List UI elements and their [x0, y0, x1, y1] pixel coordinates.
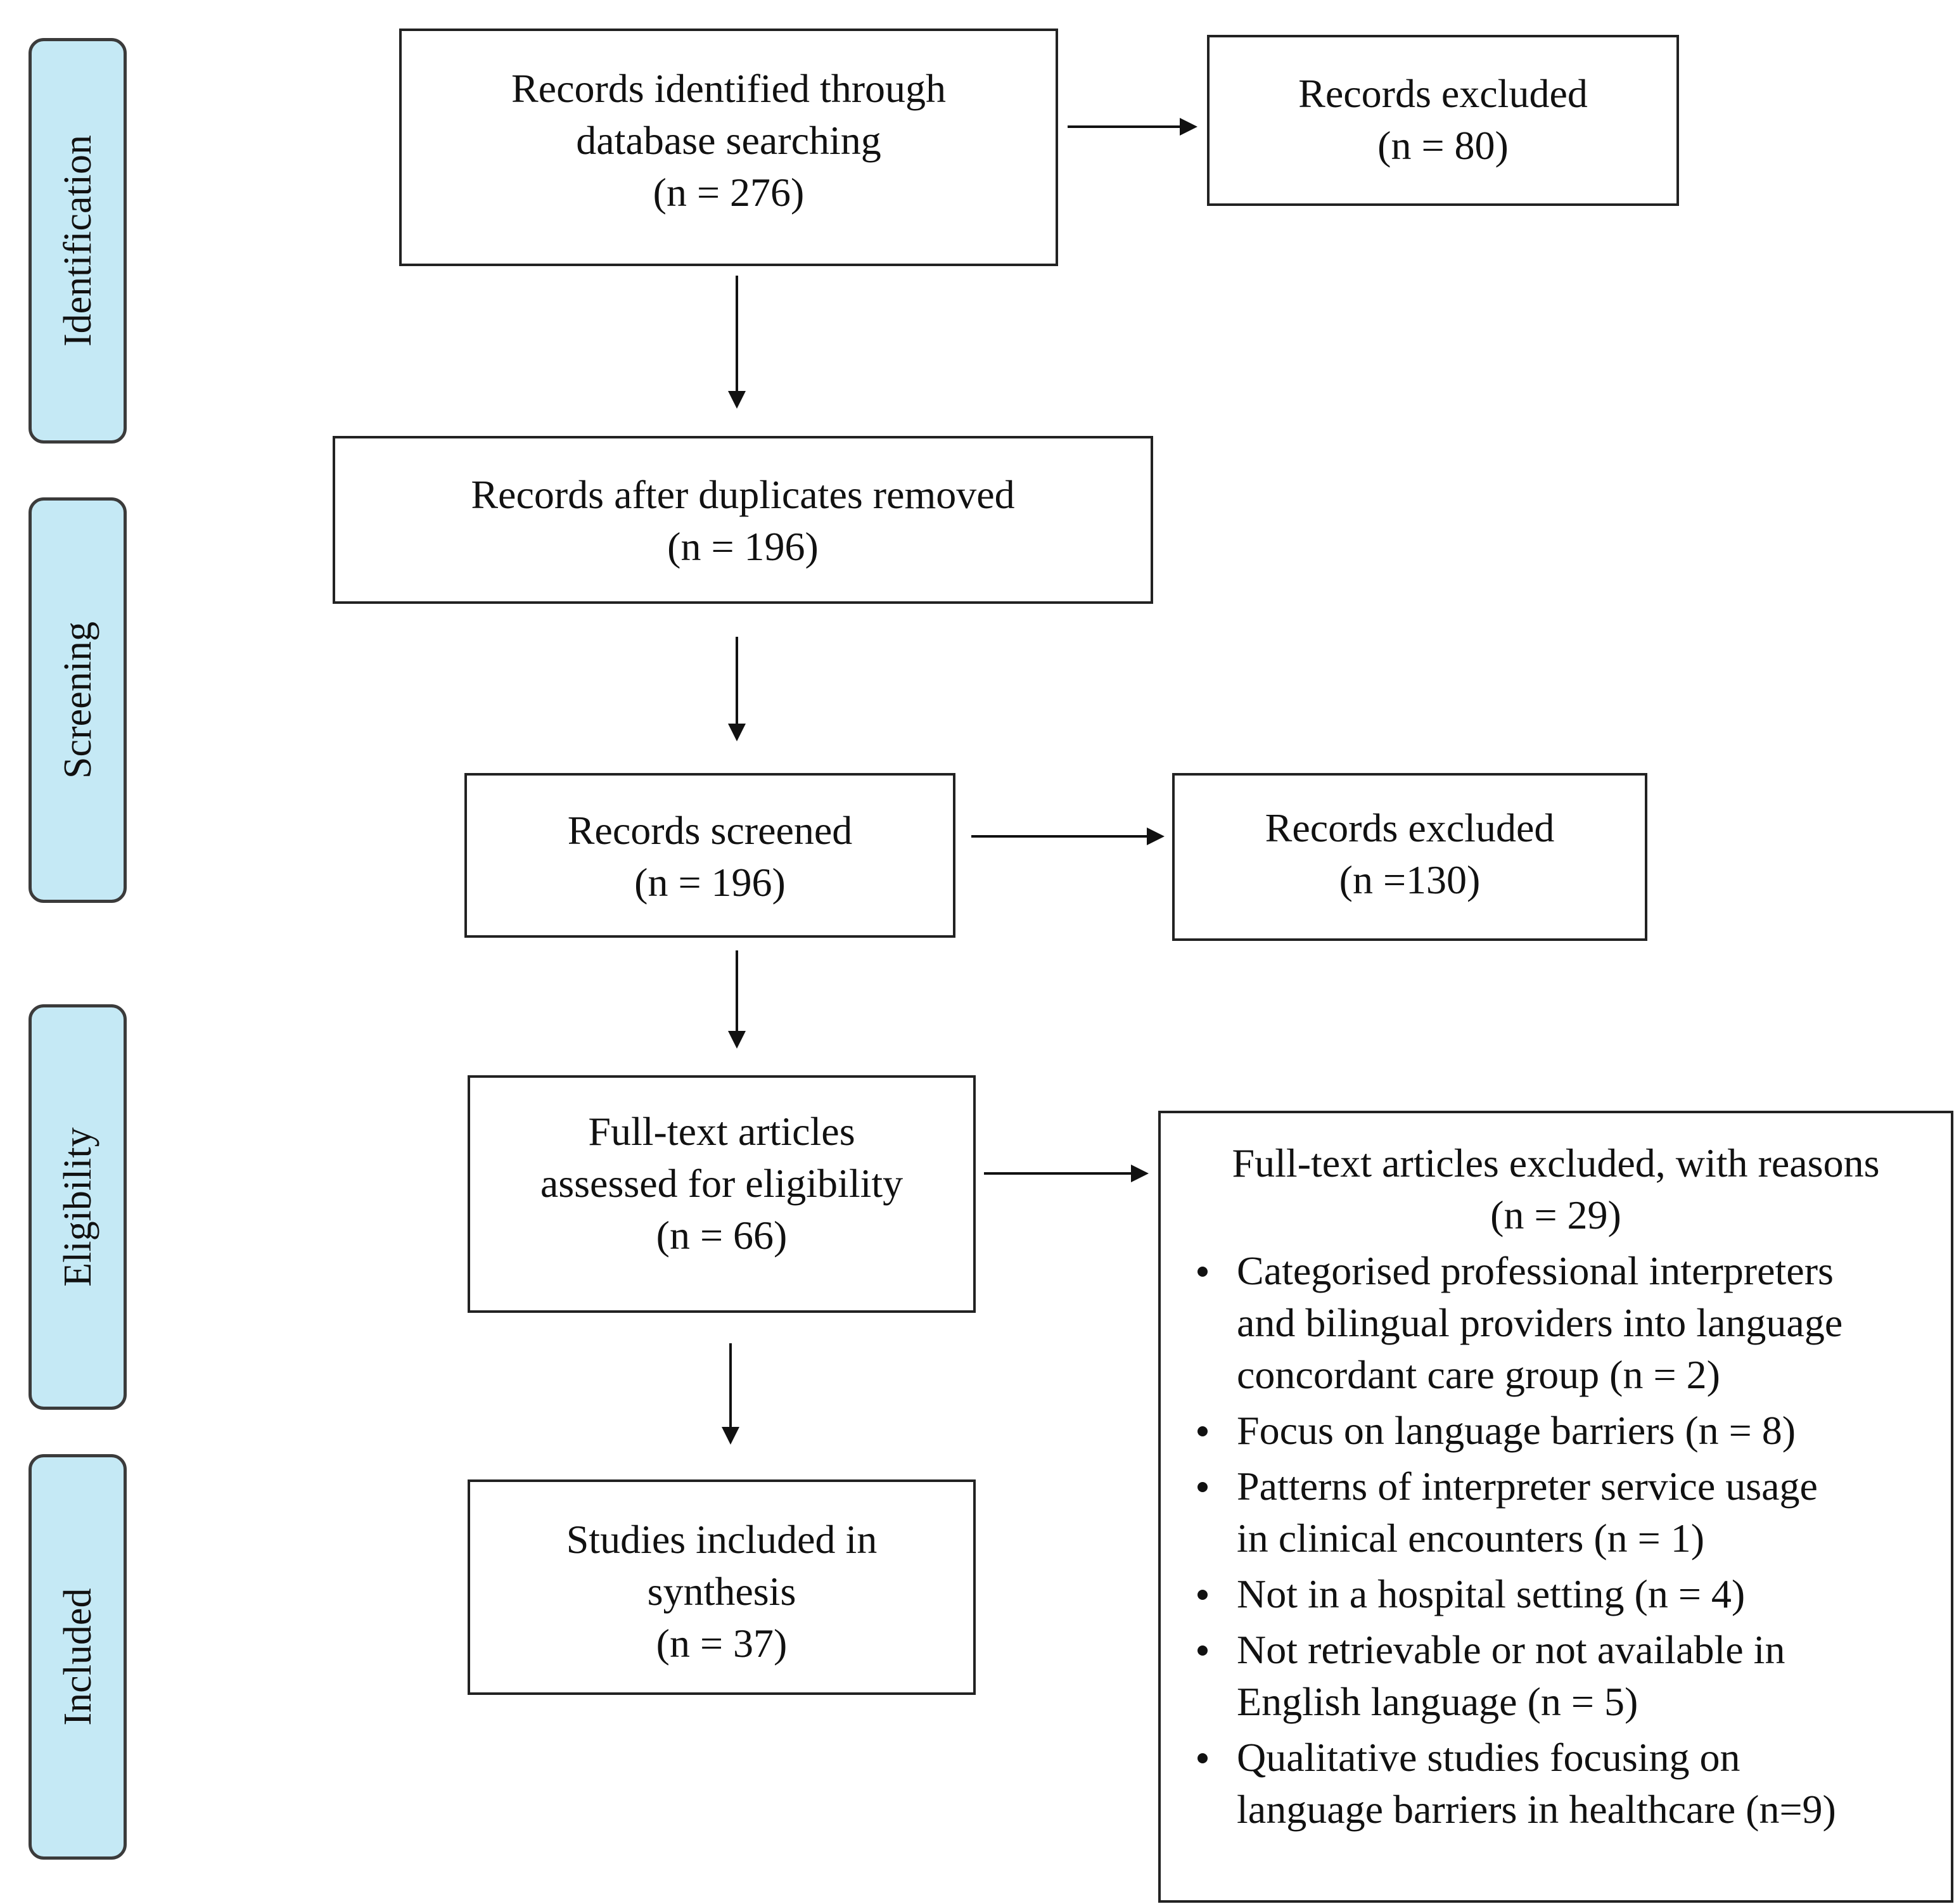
arrowhead-excluded-screening [1147, 827, 1165, 845]
records-excluded-screening-count: (n =130) [1339, 857, 1481, 902]
studies-included-line1: Studies included in [566, 1517, 878, 1562]
exclusion-reason-text: Not retrievable or not available in [1237, 1627, 1785, 1672]
bullet-icon [1197, 1267, 1208, 1277]
fulltext-excluded-count: (n = 29) [1490, 1192, 1621, 1237]
bullet-icon [1197, 1590, 1208, 1600]
exclusion-reason-text: language barriers in healthcare (n=9) [1237, 1787, 1836, 1832]
phase-eligibility: Eligibility [29, 1004, 127, 1410]
records-identified-line1: Records identified through [511, 66, 947, 111]
arrowhead-screened [728, 724, 746, 741]
records-screened-box: Records screened (n = 196) [464, 773, 955, 938]
records-excluded-initial-count: (n = 80) [1377, 123, 1509, 168]
records-identified-box: Records identified through database sear… [399, 29, 1058, 266]
records-excluded-initial-label: Records excluded [1298, 71, 1588, 116]
exclusion-reason-item: Not in a hospital setting (n = 4) [1186, 1568, 1925, 1620]
records-excluded-initial-box: Records excluded (n = 80) [1207, 35, 1679, 206]
arrowhead-excluded-initial [1180, 118, 1197, 136]
studies-included-box: Studies included in synthesis (n = 37) [468, 1479, 976, 1695]
bullet-icon [1197, 1426, 1208, 1436]
phase-identification: Identification [29, 38, 127, 444]
exclusion-reason-item: Categorised professional interpreters an… [1186, 1245, 1925, 1401]
exclusion-reasons-list: Categorised professional interpreters an… [1186, 1245, 1925, 1836]
fulltext-excluded-header: Full-text articles excluded, with reason… [1186, 1137, 1925, 1241]
fulltext-excluded-title: Full-text articles excluded, with reason… [1232, 1140, 1880, 1185]
exclusion-reason-item: Focus on language barriers (n = 8) [1186, 1405, 1925, 1457]
fulltext-excluded-box: Full-text articles excluded, with reason… [1158, 1111, 1953, 1903]
exclusion-reason-text: Focus on language barriers (n = 8) [1237, 1408, 1796, 1453]
exclusion-reason-text: concordant care group (n = 2) [1237, 1352, 1720, 1397]
exclusion-reason-text: Qualitative studies focusing on [1237, 1735, 1740, 1780]
exclusion-reason-item: Not retrievable or not available in Engl… [1186, 1624, 1925, 1728]
fulltext-assessed-line2: assessed for eligibility [540, 1161, 904, 1206]
fulltext-assessed-box: Full-text articles assessed for eligibil… [468, 1075, 976, 1313]
arrowhead-studies-included [722, 1427, 739, 1445]
exclusion-reason-text: Patterns of interpreter service usage [1237, 1464, 1818, 1509]
records-identified-line2: database searching [576, 118, 881, 163]
exclusion-reason-item: Patterns of interpreter service usage in… [1186, 1460, 1925, 1564]
exclusion-reason-text: Categorised professional interpreters [1237, 1248, 1834, 1293]
records-deduplicated-box: Records after duplicates removed (n = 19… [333, 436, 1153, 604]
records-screened-label: Records screened [567, 808, 853, 853]
exclusion-reason-text: English language (n = 5) [1237, 1679, 1638, 1724]
exclusion-reason-text: and bilingual providers into language [1237, 1300, 1843, 1345]
bullet-icon [1197, 1482, 1208, 1492]
records-excluded-screening-label: Records excluded [1265, 805, 1555, 850]
records-excluded-screening-box: Records excluded (n =130) [1172, 773, 1647, 941]
arrowhead-deduplicated [728, 391, 746, 409]
phase-included: Included [29, 1454, 127, 1860]
records-identified-count: (n = 276) [653, 170, 805, 215]
exclusion-reason-text: in clinical encounters (n = 1) [1237, 1516, 1705, 1561]
studies-included-line2: synthesis [647, 1569, 796, 1614]
phase-screening: Screening [29, 497, 127, 903]
records-deduplicated-count: (n = 196) [667, 524, 819, 569]
studies-included-count: (n = 37) [656, 1621, 788, 1666]
records-screened-count: (n = 196) [634, 860, 786, 905]
arrowhead-fulltext-excluded [1131, 1165, 1149, 1182]
fulltext-assessed-count: (n = 66) [656, 1213, 788, 1258]
fulltext-assessed-line1: Full-text articles [588, 1109, 855, 1154]
bullet-icon [1197, 1645, 1208, 1656]
exclusion-reason-item: Qualitative studies focusing on language… [1186, 1732, 1925, 1836]
arrowhead-fulltext-assessed [728, 1031, 746, 1049]
exclusion-reason-text: Not in a hospital setting (n = 4) [1237, 1571, 1746, 1616]
bullet-icon [1197, 1753, 1208, 1763]
records-deduplicated-label: Records after duplicates removed [471, 472, 1015, 517]
